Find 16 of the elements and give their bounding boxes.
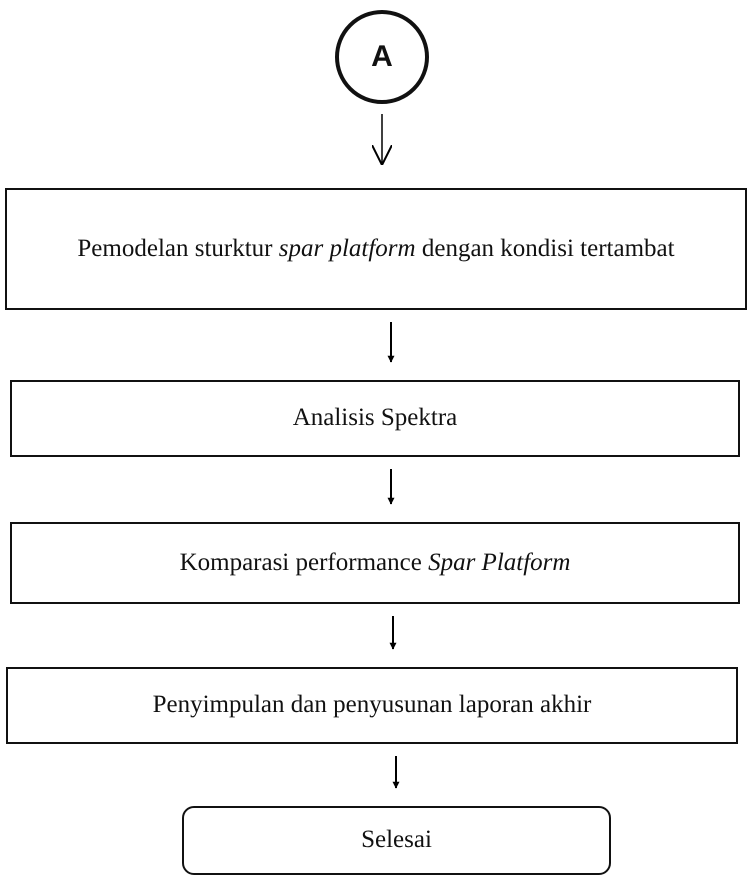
arrow <box>371 114 393 166</box>
arrow <box>388 469 394 505</box>
process-box <box>6 667 738 744</box>
step-label: Selesai <box>361 825 432 856</box>
arrow <box>390 616 396 650</box>
arrow <box>392 756 400 789</box>
step-label: Komparasi performance Spar Platform <box>180 548 570 578</box>
step-label: Penyimpulan dan penyusunan laporan akhir <box>152 690 592 720</box>
step-label: Analisis Spektra <box>292 403 458 434</box>
arrow <box>388 322 394 363</box>
connector-letter: A <box>371 39 393 76</box>
process-box <box>10 380 740 457</box>
step-label: Pemodelan sturktur spar platform dengan kondisi tertambat <box>77 234 675 264</box>
terminal-box <box>182 806 611 875</box>
process-box <box>10 522 740 604</box>
process-box <box>5 188 747 310</box>
